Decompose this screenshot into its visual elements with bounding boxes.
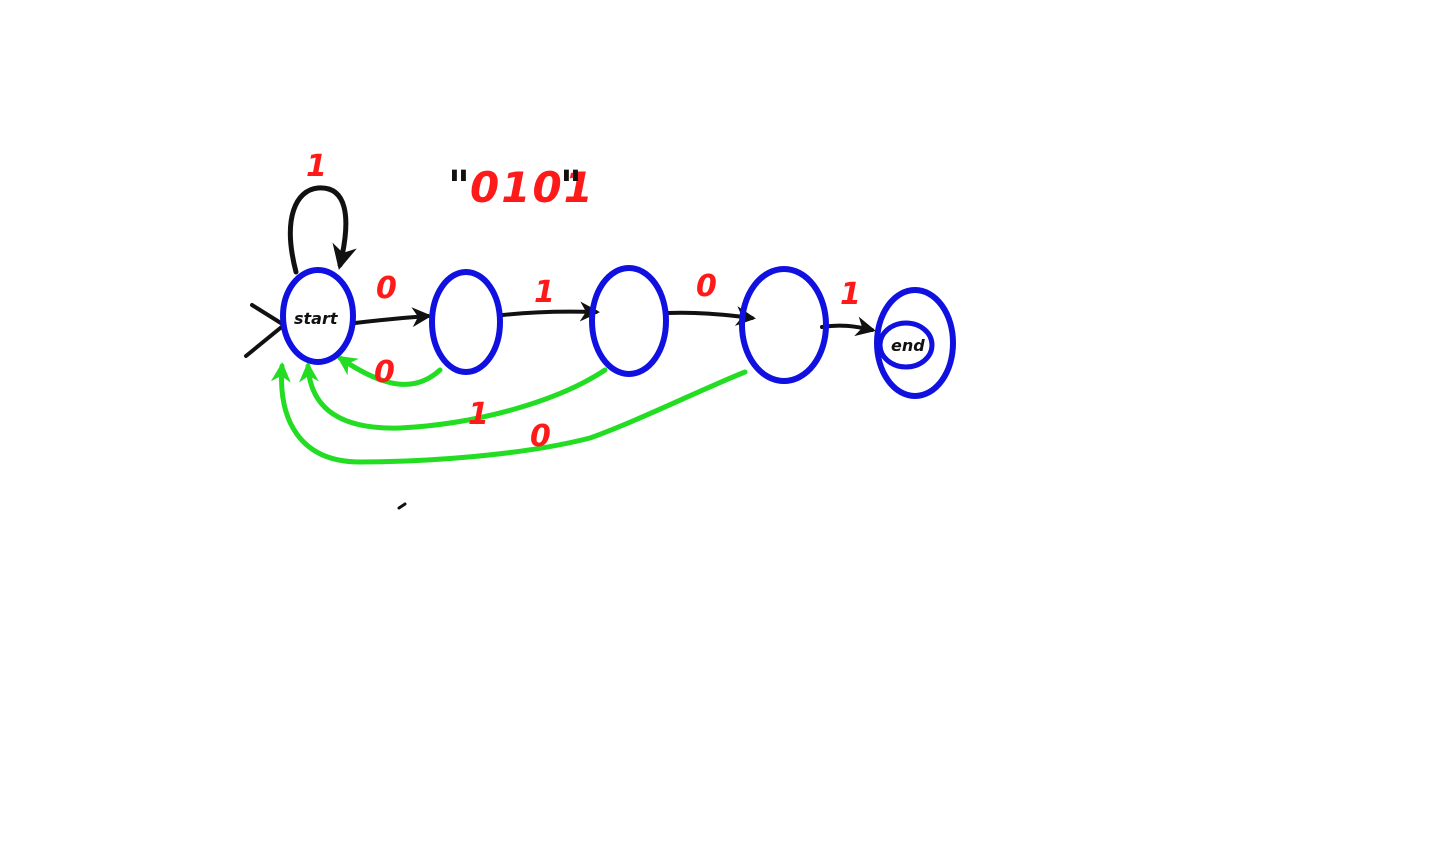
close-quote: " (560, 161, 582, 210)
edge-s2-back (298, 362, 608, 431)
label-s1-back: 0 (374, 355, 395, 390)
label-s3-to-end: 1 (840, 277, 861, 312)
label-start-to-s1: 0 (376, 271, 397, 306)
state-end-label: end (891, 336, 925, 355)
title-text: 0101 (470, 163, 595, 212)
label-self-loop: 1 (306, 149, 327, 184)
edge-s3-back (270, 362, 748, 465)
initial-arrow (244, 303, 286, 358)
label-s2-back: 1 (468, 397, 489, 432)
label-s3-back: 0 (530, 419, 551, 454)
edge-s1-to-s2 (501, 301, 600, 322)
sequence-title: " 0101 " (448, 161, 595, 212)
edge-s3-to-end (820, 316, 876, 337)
self-loop-start (287, 185, 357, 275)
state-start: start (280, 267, 356, 365)
edge-start-to-s1 (353, 307, 432, 328)
label-s2-to-s3: 0 (696, 269, 717, 304)
state-s2 (589, 265, 669, 377)
open-quote: " (448, 161, 470, 210)
state-start-label: start (294, 309, 339, 328)
stray-mark (397, 502, 407, 510)
state-end: end (874, 287, 956, 399)
state-s1 (429, 269, 503, 375)
label-s1-to-s2: 1 (534, 275, 555, 310)
edge-s1-back (336, 355, 443, 387)
state-s3 (739, 266, 829, 384)
